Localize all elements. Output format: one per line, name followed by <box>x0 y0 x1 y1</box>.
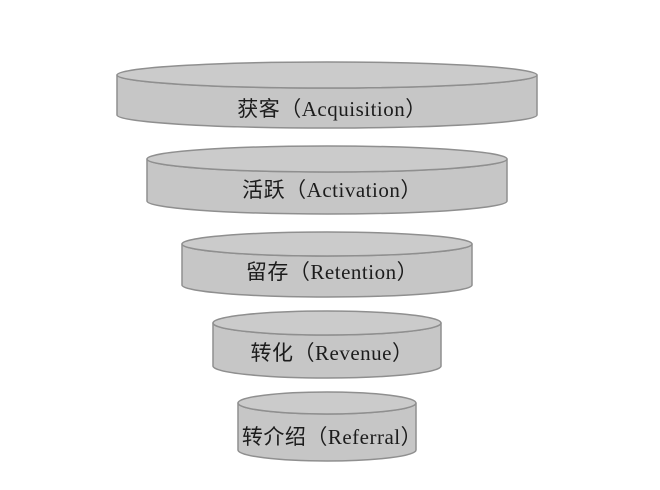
stage-label-acquisition: 获客（Acquisition） <box>237 97 427 121</box>
funnel-stage-acquisition: 获客（Acquisition） <box>116 61 538 129</box>
funnel-stage-retention: 留存（Retention） <box>181 231 473 298</box>
cylinder-top-face <box>237 391 417 415</box>
stage-label-revenue: 转化（Revenue） <box>251 341 414 365</box>
funnel-stage-activation: 活跃（Activation） <box>146 145 508 215</box>
stage-label-retention: 留存（Retention） <box>246 260 418 284</box>
cylinder-top-face <box>181 231 473 257</box>
stage-label-referral: 转介绍（Referral） <box>242 425 422 449</box>
cylinder-top-face <box>146 145 508 173</box>
cylinder-top-face <box>212 310 442 336</box>
stage-label-activation: 活跃（Activation） <box>242 178 422 202</box>
funnel-stage-revenue: 转化（Revenue） <box>212 310 442 379</box>
cylinder-top-face <box>116 61 538 89</box>
funnel-stage-referral: 转介绍（Referral） <box>237 391 422 462</box>
